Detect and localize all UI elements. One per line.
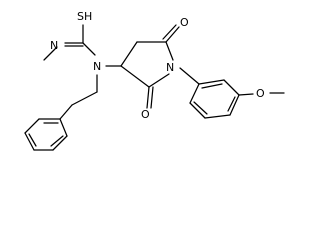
bond-ring-n-to-aryl bbox=[179, 67, 200, 85]
bond-aryl-inner-2 bbox=[227, 96, 236, 112]
bond-ring-c5-to-n bbox=[165, 41, 174, 61]
amine-n-label: N bbox=[93, 60, 101, 73]
bond-ring-c2-to-c3 bbox=[120, 65, 150, 88]
bond-phenyl-5 bbox=[24, 118, 40, 134]
bond-upper-carbonyl bbox=[165, 26, 180, 43]
bond-aryl-3 bbox=[229, 94, 240, 116]
bond-aryl-to-methoxy-o bbox=[238, 93, 254, 96]
bond-ring-n-to-c2 bbox=[148, 73, 170, 88]
bond-aryl-inner-1 bbox=[201, 83, 223, 89]
molecule-structure-drawing: SH N N N O O O bbox=[24, 10, 285, 151]
ring-n-label: N bbox=[166, 61, 174, 74]
bond-aryl-inner-3 bbox=[193, 101, 208, 115]
upper-carbonyl-o-label: O bbox=[180, 16, 189, 29]
bond-aryl-2 bbox=[223, 79, 240, 96]
bond-imine-n-to-methyl bbox=[43, 46, 58, 61]
molecule-structure-canvas: SH N N N O O O bbox=[24, 10, 285, 151]
bond-upper-carbonyl-double bbox=[162, 24, 177, 40]
lower-carbonyl-o-label: O bbox=[141, 108, 150, 121]
methoxy-o-label: O bbox=[256, 87, 265, 100]
bond-aryl-4 bbox=[204, 114, 231, 119]
bond-lower-carbonyl-double bbox=[150, 86, 154, 109]
bond-aryl-5 bbox=[189, 102, 206, 119]
bond-thio-carbon-to-amine-n bbox=[82, 42, 96, 56]
bond-ring-c3-to-c4 bbox=[120, 41, 138, 67]
bond-phenyl-inner-2 bbox=[50, 135, 64, 147]
bond-aryl-1 bbox=[198, 79, 225, 85]
bond-phenyl-4 bbox=[24, 132, 35, 151]
bond-aryl-6 bbox=[189, 83, 200, 104]
bond-lower-carbonyl bbox=[146, 86, 150, 109]
bond-phenyl-inner-3 bbox=[28, 133, 37, 147]
imine-n-label: N bbox=[50, 39, 58, 52]
bond-phenyl-1 bbox=[59, 118, 68, 137]
sh-label: SH bbox=[77, 10, 92, 23]
bond-ethyl-carbon-to-benzylic-carbon bbox=[71, 91, 98, 106]
bond-benzylic-carbon-to-phenyl bbox=[59, 104, 73, 120]
bond-phenyl-2 bbox=[52, 135, 68, 151]
